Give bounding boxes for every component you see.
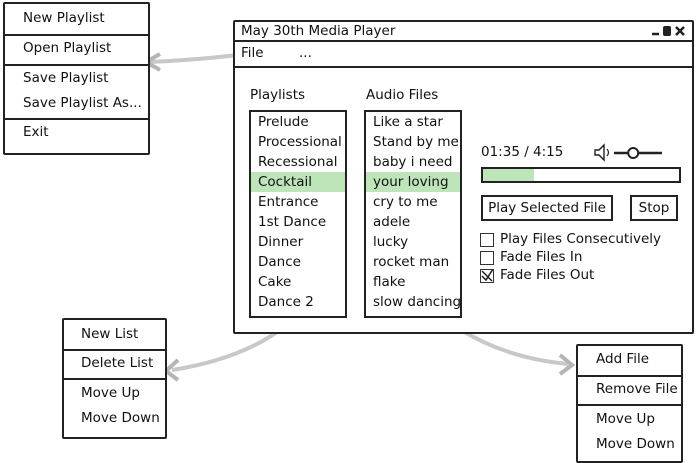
close-icon[interactable] bbox=[675, 26, 685, 36]
context-remove-file[interactable]: Remove File bbox=[596, 381, 678, 397]
audio-file-item[interactable]: Stand by me bbox=[373, 134, 459, 150]
progress-bar[interactable] bbox=[481, 167, 681, 183]
menu-divider bbox=[64, 349, 165, 351]
fade-in-label: Fade Files In bbox=[500, 249, 583, 265]
playlist-item[interactable]: Entrance bbox=[258, 194, 319, 210]
context-move-up[interactable]: Move Up bbox=[81, 385, 140, 401]
context-move-down[interactable]: Move Down bbox=[81, 410, 160, 426]
play-consecutively-checkbox[interactable] bbox=[480, 233, 494, 247]
audio-files-label: Audio Files bbox=[366, 87, 439, 103]
menu-divider bbox=[5, 34, 148, 36]
play-consecutively-label: Play Files Consecutively bbox=[500, 231, 661, 247]
window-controls bbox=[652, 26, 685, 36]
audio-file-item[interactable]: adele bbox=[373, 214, 411, 230]
menu-bar: File ... bbox=[235, 42, 692, 68]
audio-file-item[interactable]: slow dancing bbox=[373, 294, 462, 310]
file-dropdown-menu: New Playlist Open Playlist Save Playlist… bbox=[3, 2, 150, 155]
playlist-item[interactable]: Dinner bbox=[258, 234, 304, 250]
audio-file-item[interactable]: lucky bbox=[373, 234, 409, 250]
time-display: 01:35 / 4:15 bbox=[481, 144, 564, 160]
stop-button[interactable]: Stop bbox=[630, 195, 678, 221]
menu-save-playlist-as[interactable]: Save Playlist As... bbox=[23, 95, 142, 111]
arrow-file-to-menu bbox=[149, 53, 239, 64]
audio-file-item[interactable]: Like a star bbox=[373, 114, 443, 130]
menu-divider bbox=[578, 404, 681, 406]
menu-divider bbox=[5, 118, 148, 120]
menu-save-playlist[interactable]: Save Playlist bbox=[23, 70, 109, 86]
menu-more[interactable]: ... bbox=[299, 45, 312, 61]
checkmark-icon bbox=[481, 270, 493, 282]
play-selected-file-button[interactable]: Play Selected File bbox=[481, 195, 613, 221]
playlist-item[interactable]: Recessional bbox=[258, 154, 338, 170]
playlist-item[interactable]: Cocktail bbox=[251, 172, 345, 192]
title-bar: May 30th Media Player bbox=[235, 22, 692, 42]
audio-file-item[interactable]: flake bbox=[373, 274, 406, 290]
context-new-list[interactable]: New List bbox=[81, 326, 139, 342]
playlist-context-menu: New List Delete List Move Up Move Down bbox=[62, 318, 167, 439]
window-title: May 30th Media Player bbox=[241, 23, 396, 39]
menu-exit[interactable]: Exit bbox=[23, 124, 49, 140]
playlists-label: Playlists bbox=[250, 87, 306, 103]
arrow-head-audio-a bbox=[558, 353, 576, 376]
context-add-file[interactable]: Add File bbox=[596, 351, 650, 367]
audio-file-item[interactable]: your loving bbox=[366, 172, 460, 192]
menu-new-playlist[interactable]: New Playlist bbox=[23, 10, 105, 26]
playlist-item[interactable]: Processional bbox=[258, 134, 342, 150]
speaker-icon[interactable] bbox=[594, 143, 610, 162]
volume-slider-knob[interactable] bbox=[627, 147, 640, 159]
progress-fill bbox=[483, 169, 534, 181]
menu-divider bbox=[64, 378, 165, 380]
fade-in-checkbox[interactable] bbox=[480, 251, 494, 265]
audio-file-item[interactable]: cry to me bbox=[373, 194, 438, 210]
context-move-up[interactable]: Move Up bbox=[596, 411, 655, 427]
fade-out-label: Fade Files Out bbox=[500, 267, 595, 283]
playlist-item[interactable]: 1st Dance bbox=[258, 214, 327, 230]
restore-icon[interactable] bbox=[663, 26, 671, 36]
playlist-item[interactable]: Cake bbox=[258, 274, 292, 290]
context-delete-list[interactable]: Delete List bbox=[81, 355, 154, 371]
menu-divider bbox=[578, 375, 681, 377]
menu-file[interactable]: File bbox=[241, 45, 264, 61]
volume-control[interactable] bbox=[592, 142, 666, 164]
audio-file-item[interactable]: baby i need bbox=[373, 154, 453, 170]
file-context-menu: Add File Remove File Move Up Move Down bbox=[576, 344, 683, 463]
playlist-item[interactable]: Dance 2 bbox=[258, 294, 314, 310]
playlist-item[interactable]: Dance bbox=[258, 254, 301, 270]
menu-divider bbox=[5, 64, 148, 66]
menu-open-playlist[interactable]: Open Playlist bbox=[23, 40, 112, 56]
playlist-item[interactable]: Prelude bbox=[258, 114, 309, 130]
fade-out-checkbox[interactable] bbox=[480, 269, 494, 283]
context-move-down[interactable]: Move Down bbox=[596, 436, 675, 452]
media-player-window: May 30th Media Player File ... Playlists… bbox=[233, 20, 694, 334]
audio-file-item[interactable]: rocket man bbox=[373, 254, 450, 270]
